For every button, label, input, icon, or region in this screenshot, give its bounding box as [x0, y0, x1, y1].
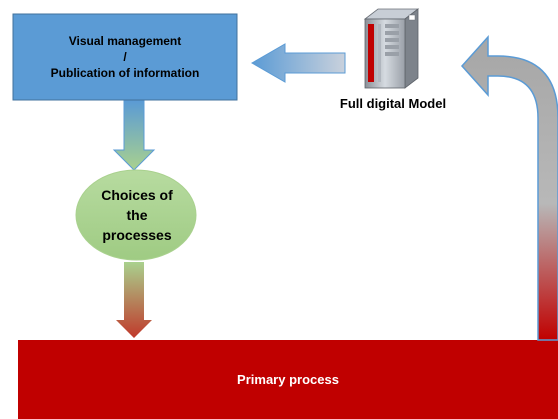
primary-process-bar — [18, 340, 558, 419]
visual-management-label: Visual management / Publication of infor… — [13, 14, 237, 100]
visual-management-line2: / — [123, 50, 127, 64]
visual-management-box — [12, 13, 238, 101]
choices-label: Choices of the processes — [77, 172, 197, 258]
choices-line3: processes — [102, 227, 172, 243]
server-tower-icon — [363, 8, 420, 89]
choices-line2: the — [126, 207, 148, 223]
primary-process-label: Primary process — [237, 372, 339, 387]
choices-circle — [75, 169, 197, 261]
full-digital-model-label: Full digital Model — [339, 95, 447, 111]
visual-management-line3: Publication of information — [50, 66, 200, 80]
arrow-model-to-visual — [250, 43, 346, 83]
arrow-primary-to-model — [460, 35, 558, 341]
visual-management-line1: Visual management — [68, 34, 182, 48]
arrow-visual-to-choices — [112, 100, 156, 171]
choices-line1: Choices of — [101, 187, 173, 203]
arrow-choices-to-primary — [116, 262, 152, 338]
